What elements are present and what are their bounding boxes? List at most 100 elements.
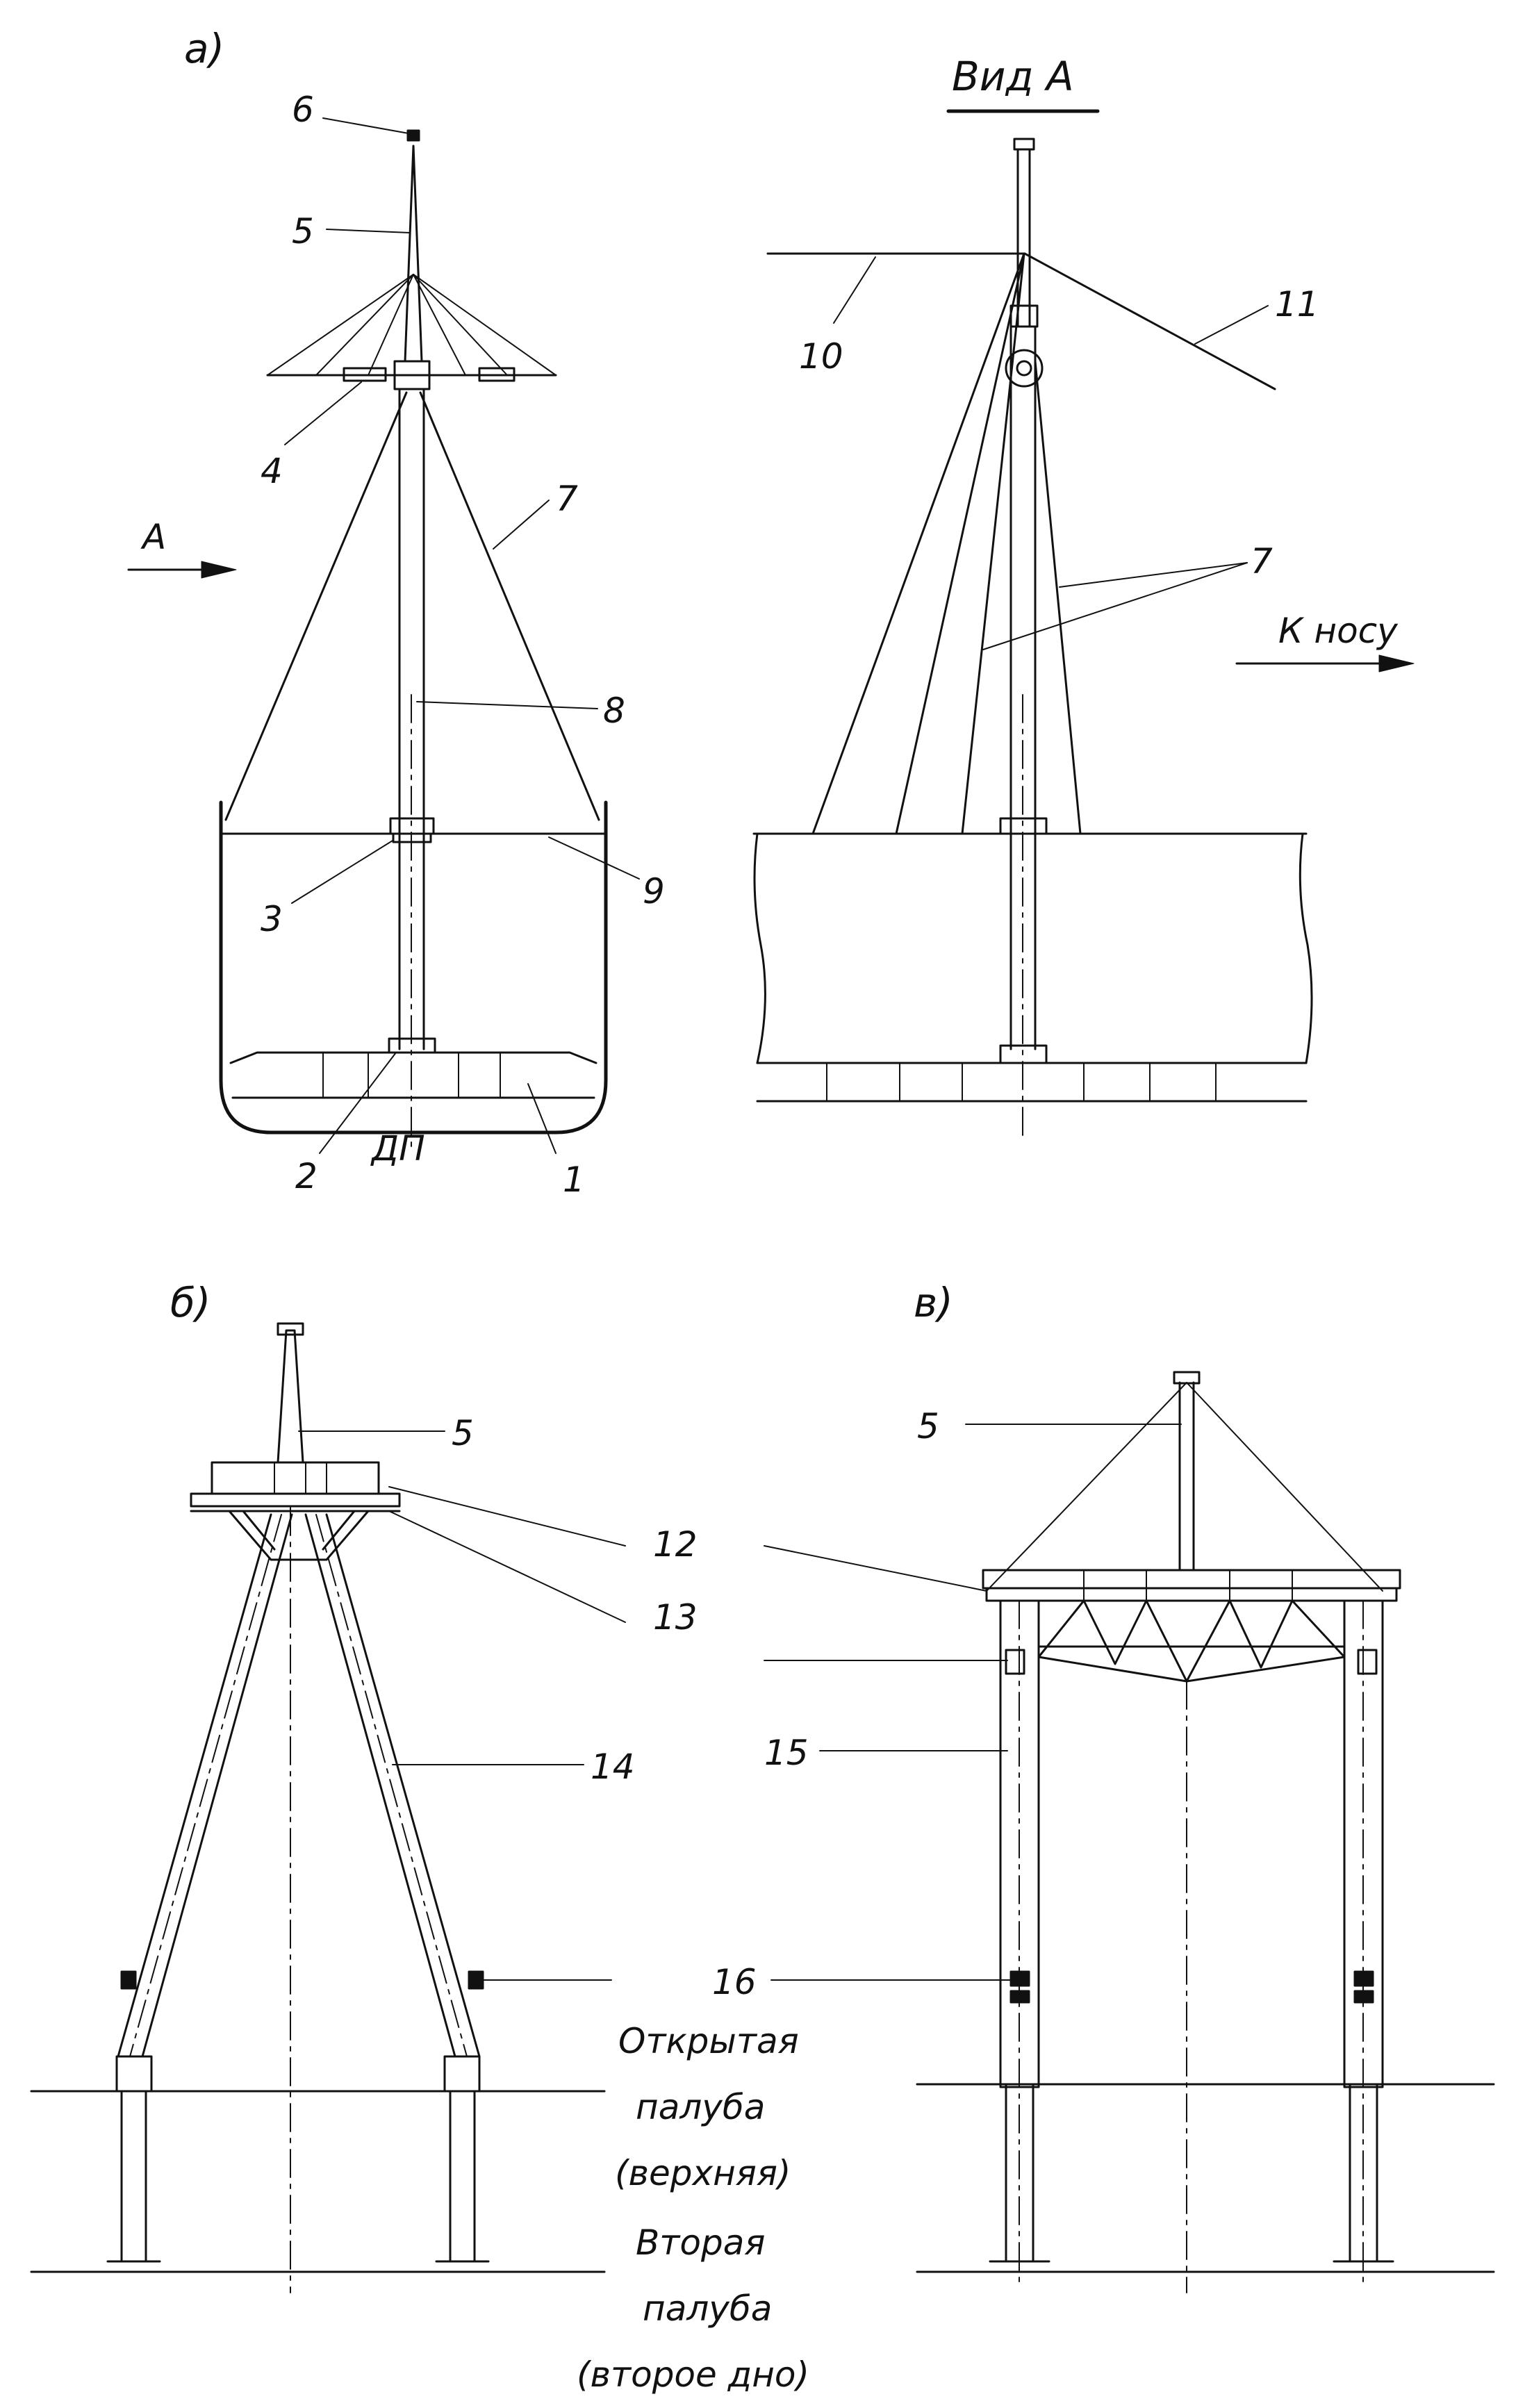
mast-head-box <box>393 360 431 390</box>
bracket-gusset <box>242 1510 356 1551</box>
leader-12-b <box>388 1486 626 1547</box>
leg-right-axis <box>315 1514 468 2057</box>
callout-15: 15 <box>764 1733 809 1773</box>
view-label-b: б) <box>170 1279 211 1326</box>
crosstree-box <box>1009 304 1039 328</box>
platform-base <box>190 1492 401 1508</box>
view-a-title: Вид А <box>952 53 1074 100</box>
shroud-side <box>1034 360 1082 835</box>
view-v-portal: в) <box>764 1279 1495 2293</box>
topmast-stay-right <box>1186 1382 1383 1592</box>
bracket <box>228 1510 370 1561</box>
callout-12: 12 <box>653 1524 698 1565</box>
topmast-cap-b <box>277 1322 304 1336</box>
callout-5: 5 <box>292 211 314 251</box>
view-b-tripod: б) <box>30 1279 635 2293</box>
truss-bottom-chord <box>1037 1656 1346 1683</box>
topmast-cap-v <box>1173 1371 1201 1385</box>
callout-7-side: 7 <box>1251 541 1273 582</box>
leg-left-inner <box>141 1513 293 2058</box>
top-beam <box>982 1569 1401 1590</box>
leg-left-axis <box>129 1514 282 2057</box>
centerline-label: ДП <box>370 1128 425 1169</box>
leg-left-lower <box>115 2055 153 2093</box>
callout-8: 8 <box>603 691 625 731</box>
leader-2 <box>319 1052 397 1154</box>
block-pin <box>1016 360 1032 377</box>
hull-break-left <box>753 832 766 1064</box>
light-bracket-left <box>120 1970 137 1990</box>
column-bracket-left <box>1005 1649 1025 1675</box>
shroud-right <box>419 391 600 821</box>
second-deck-label-2: палуба <box>643 2289 772 2329</box>
yard-rigging <box>413 274 466 376</box>
bow-label: К носу <box>1278 611 1399 651</box>
callout-a-arrow: А <box>140 517 166 557</box>
leg-right-lower <box>443 2055 481 2093</box>
double-bottom <box>229 1051 597 1064</box>
shroud-side <box>895 252 1025 835</box>
platform <box>211 1461 380 1495</box>
yard-box <box>343 367 387 382</box>
leader-3 <box>291 840 393 904</box>
callout-9: 9 <box>643 871 665 912</box>
column-bracket-right <box>1357 1649 1378 1675</box>
light-bracket-right-v2 <box>1353 1990 1374 2004</box>
callout-3: 3 <box>261 899 283 939</box>
view-a-section: а) 6 5 4 7 А 8 9 3 2 ДП 1 <box>127 25 665 1200</box>
yard-box <box>478 367 516 382</box>
view-label-a: а) <box>184 25 224 72</box>
hull-break-right <box>1299 832 1313 1064</box>
leg-right-inner <box>304 1513 456 2058</box>
callout-7: 7 <box>556 479 578 519</box>
bow-arrow-head <box>1378 654 1415 673</box>
leader-6 <box>322 117 409 134</box>
yard-rigging <box>315 274 414 376</box>
callout-2: 2 <box>295 1156 318 1196</box>
leg-right-outer <box>325 1513 481 2058</box>
light-bracket-left-v2 <box>1009 1990 1030 2004</box>
leader-9 <box>548 836 640 880</box>
view-label-v: в) <box>914 1279 953 1326</box>
light-bracket-right <box>468 1970 484 1990</box>
leader-4 <box>284 381 362 445</box>
leader-5 <box>326 229 411 233</box>
deck-captions: Открытая палуба (верхняя) Вторая палуба … <box>577 2021 809 2395</box>
leader-12-v <box>764 1545 987 1592</box>
leader-10 <box>833 256 876 324</box>
leader-11 <box>1194 305 1269 345</box>
yard-rigging <box>413 274 557 376</box>
callout-5-v: 5 <box>917 1406 939 1446</box>
open-deck-label-1: Открытая <box>618 2021 799 2061</box>
hull-outline <box>219 800 608 1135</box>
second-deck-label-3: (второе дно) <box>577 2355 809 2395</box>
top-beam-lower <box>985 1587 1398 1602</box>
topmast <box>404 145 423 363</box>
leader-1 <box>527 1083 557 1154</box>
open-deck-label-2: палуба <box>636 2087 765 2127</box>
leader-7 <box>493 500 550 550</box>
leader-8 <box>416 701 598 709</box>
callout-14: 14 <box>591 1747 635 1787</box>
callout-11: 11 <box>1275 284 1319 324</box>
callout-1: 1 <box>563 1160 585 1200</box>
topmast-cap <box>1013 138 1035 151</box>
yard-rigging <box>267 274 414 376</box>
light-bracket-left-v <box>1009 1970 1030 1987</box>
leg-left-outer <box>117 1513 272 2058</box>
callout-6: 6 <box>292 90 314 130</box>
callout-10: 10 <box>799 336 843 377</box>
leader-13-b <box>388 1510 626 1623</box>
masthead-light <box>406 129 420 142</box>
callout-5-b: 5 <box>452 1413 474 1453</box>
deck-collar <box>389 817 435 835</box>
leader-7-side <box>1059 562 1248 588</box>
callout-16: 16 <box>712 1962 757 2002</box>
shroud-side <box>961 252 1025 835</box>
topmast-b <box>277 1329 304 1464</box>
shroud-left <box>224 391 408 821</box>
light-bracket-right-v <box>1353 1970 1374 1987</box>
second-deck-label-1: Вторая <box>636 2223 765 2263</box>
open-deck-label-3: (верхняя) <box>615 2153 791 2193</box>
leader-7-side <box>982 562 1248 650</box>
